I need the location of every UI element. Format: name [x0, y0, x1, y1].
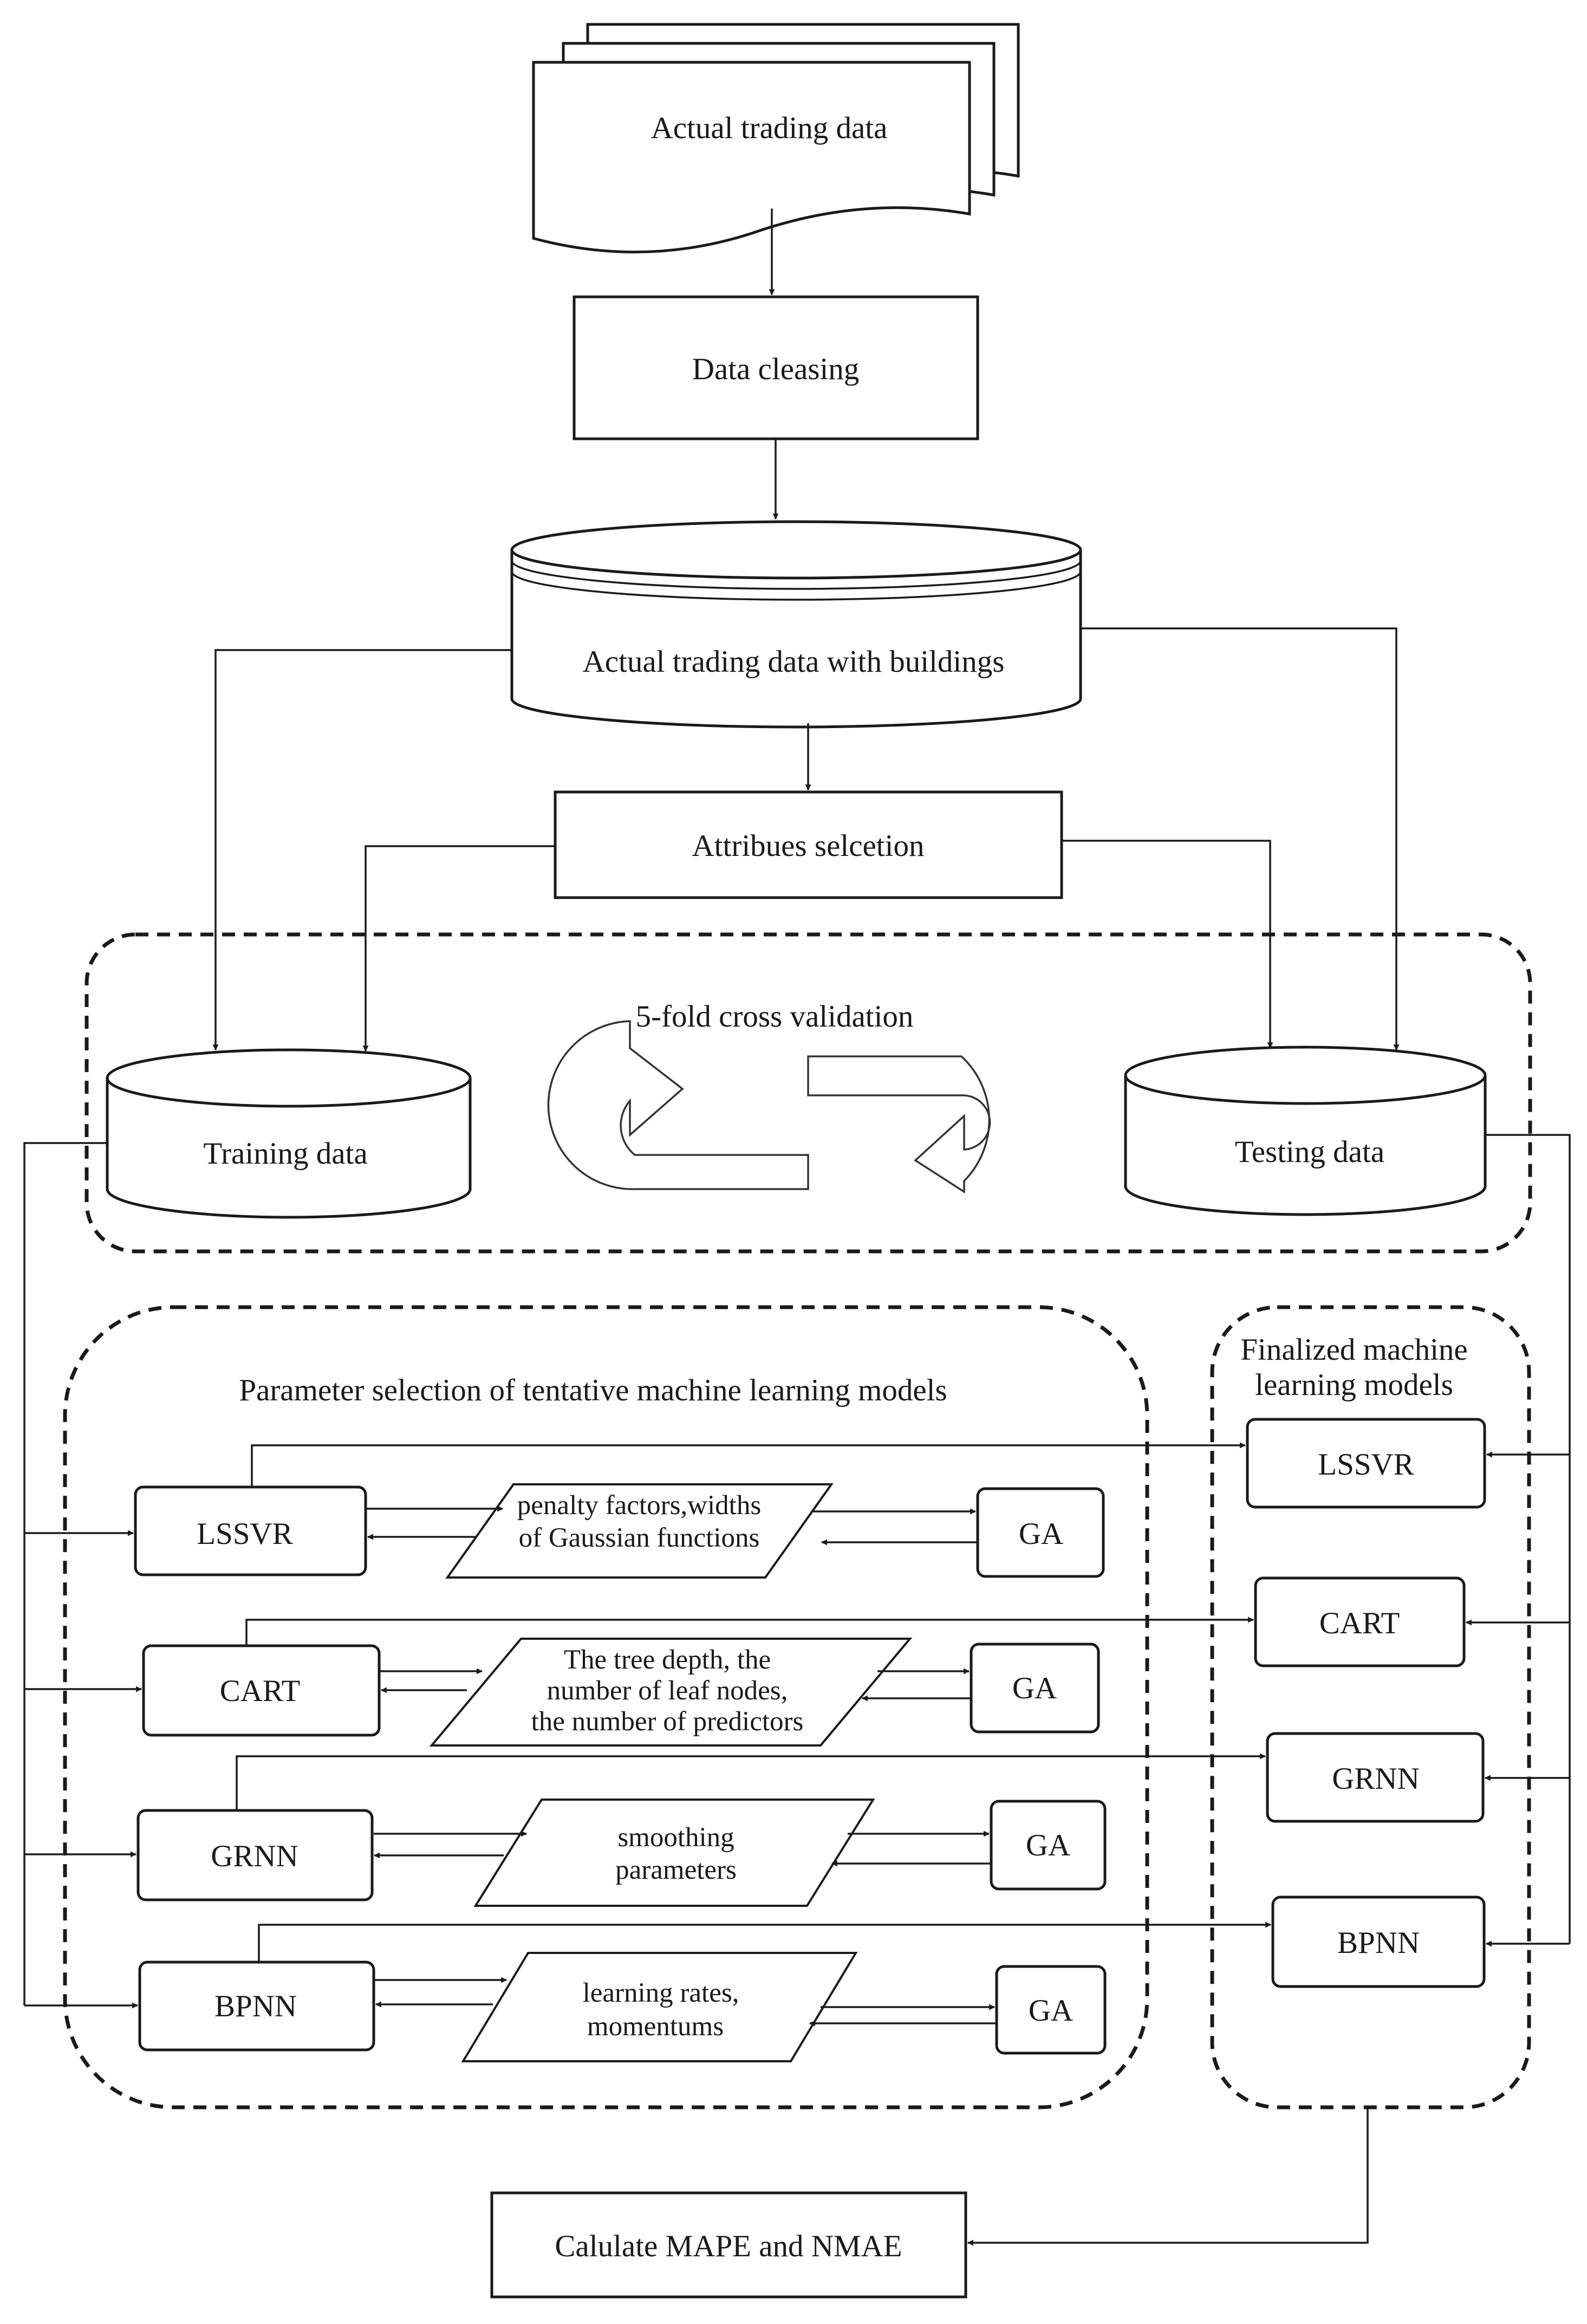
final-model-label: BPNN	[1337, 1926, 1420, 1960]
cross-validation-label: 5-fold cross validation	[636, 999, 914, 1034]
tentative-model-box	[142, 1644, 381, 1737]
cycle-arrow-left-icon	[547, 1020, 809, 1190]
parameter-label-line: The tree depth, the	[564, 1645, 771, 1675]
parameter-label-line: the number of predictors	[531, 1706, 804, 1737]
data-cleasing-node: Data cleasing	[573, 295, 979, 440]
finalized-models-title-line1: Finalized machine	[1240, 1333, 1467, 1367]
finalized-models-title-line2: learning models	[1255, 1368, 1453, 1402]
tentative-model-box	[138, 1961, 375, 2052]
testing-data-label: Testing data	[1235, 1135, 1384, 1169]
ga-optimizer-label: GA	[1019, 1517, 1063, 1551]
parameter-label-line: penalty factors,widths	[517, 1490, 761, 1521]
ga-optimizer-label: GA	[1026, 1828, 1070, 1862]
parameter-box	[461, 1952, 858, 2062]
tentative-model-box	[134, 1485, 367, 1576]
ga-optimizer-label: GA	[1029, 1994, 1073, 2028]
tentative-model-row-grnn: GRNN smoothing parameters GA	[136, 1799, 1107, 1907]
final-model-bpnn: BPNN	[1271, 1895, 1486, 1988]
parameter-label-line: smoothing	[617, 1822, 734, 1853]
tentative-model-label: CART	[220, 1674, 301, 1708]
attributes-selection-node: Attribues selcetion	[554, 790, 1063, 899]
tentative-model-label: GRNN	[211, 1839, 298, 1873]
tentative-model-row-bpnn: BPNN learning rates, momentums GA	[138, 1952, 1107, 2062]
testing-data-node: Testing data	[1124, 1046, 1487, 1216]
tentative-model-row-lssvr: LSSVR penalty factors,widths of Gaussian…	[134, 1483, 1105, 1579]
parameter-box	[473, 1799, 875, 1907]
ga-optimizer-label: GA	[1012, 1671, 1057, 1705]
data-cleasing-label: Data cleasing	[692, 352, 860, 386]
training-data-label: Training data	[203, 1137, 367, 1171]
attributes-selection-label: Attribues selcetion	[692, 829, 925, 863]
training-data-node: Training data	[106, 1048, 472, 1219]
parameter-box	[445, 1483, 834, 1579]
final-model-cart: CART	[1254, 1576, 1466, 1667]
ga-optimizer-box	[970, 1643, 1100, 1734]
ga-optimizer-box	[976, 1487, 1105, 1578]
cycle-arrow-right-icon	[807, 1055, 991, 1194]
tentative-model-label: BPNN	[214, 1989, 297, 2023]
cross-validation-region	[84, 932, 1532, 1254]
actual-trading-data-node: Actual trading data	[532, 23, 1020, 254]
connectors	[23, 209, 1571, 2246]
parameter-selection-title: Parameter selection of tentative machine…	[239, 1373, 947, 1407]
trading-data-with-buildings-label: Actual trading data with buildings	[583, 645, 1005, 679]
parameter-label-line: number of leaf nodes,	[547, 1676, 788, 1706]
finalized-models-region	[1210, 1305, 1531, 2109]
tentative-model-row-cart: CART The tree depth, the number of leaf …	[142, 1638, 1100, 1747]
parameter-label-line: momentums	[587, 2011, 724, 2042]
parameter-label-line: learning rates,	[583, 1978, 739, 2008]
parameter-label-line: of Gaussian functions	[519, 1523, 760, 1553]
final-model-grnn: GRNN	[1266, 1732, 1485, 1823]
calculate-metrics-label: Calulate MAPE and NMAE	[555, 2229, 902, 2263]
final-model-lssvr: LSSVR	[1246, 1418, 1486, 1509]
final-model-label: GRNN	[1332, 1762, 1420, 1796]
ga-optimizer-box	[990, 1800, 1107, 1891]
actual-trading-data-label: Actual trading data	[651, 111, 888, 145]
final-model-label: LSSVR	[1318, 1447, 1414, 1482]
final-model-label: CART	[1319, 1606, 1400, 1640]
trading-data-with-buildings-node: Actual trading data with buildings	[510, 520, 1082, 729]
ga-optimizer-box	[995, 1965, 1107, 2055]
calculate-metrics-node: Calulate MAPE and NMAE	[490, 2191, 967, 2299]
parameter-box	[429, 1638, 913, 1747]
parameter-label-line: parameters	[615, 1855, 737, 1885]
tentative-model-label: LSSVR	[197, 1517, 292, 1551]
tentative-model-box	[136, 1809, 374, 1901]
parameter-selection-region	[63, 1305, 1149, 2109]
